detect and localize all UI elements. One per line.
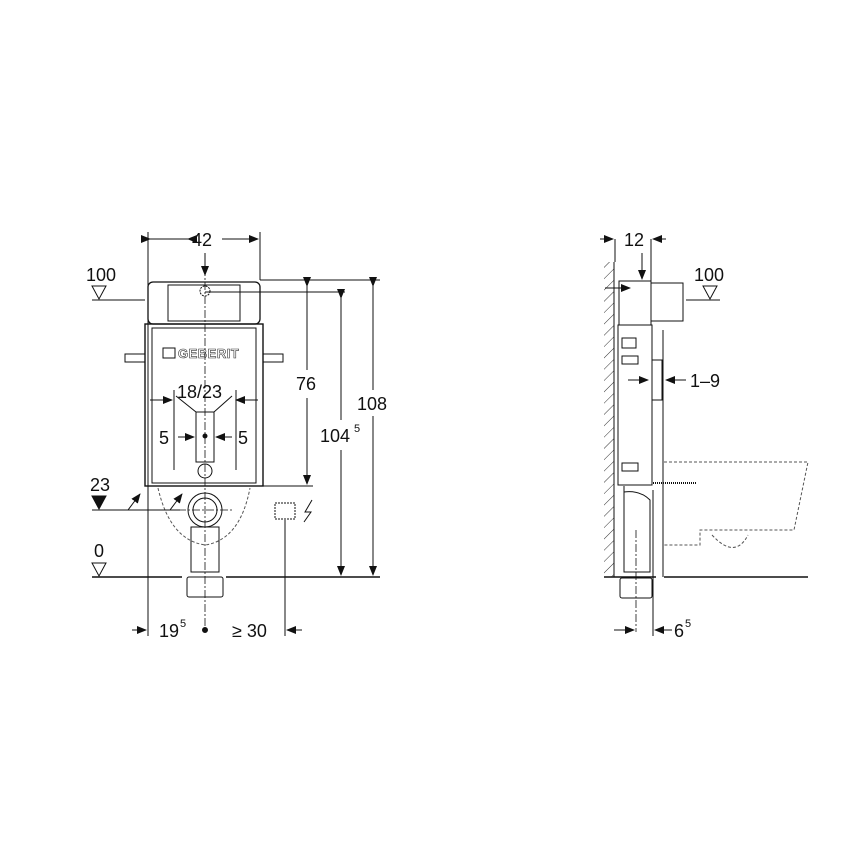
level-100-front: 100 — [86, 265, 116, 285]
level-0: 0 — [94, 541, 104, 561]
dim-plate-range: 1–9 — [690, 371, 720, 391]
level-100-side: 100 — [694, 265, 724, 285]
dim-bottom-right: ≥ 30 — [232, 621, 267, 641]
dim-bottom-left-sup: 5 — [180, 618, 186, 630]
dim-offset-left: 5 — [159, 428, 169, 448]
side-view — [600, 235, 809, 636]
dim-height-104-sup: 5 — [354, 423, 360, 435]
dim-bottom-side: 6 — [674, 621, 684, 641]
dim-height-108: 108 — [357, 394, 387, 414]
dim-depth-12: 12 — [624, 230, 644, 250]
dim-bottom-side-sup: 5 — [685, 618, 691, 630]
front-view: GEBERIT — [91, 232, 380, 636]
dim-height-104: 104 — [320, 426, 350, 446]
geberit-logo: GEBERIT — [178, 346, 239, 361]
dim-bowl-spacing: 18/23 — [177, 382, 222, 402]
level-23: 23 — [90, 475, 110, 495]
dim-height-76: 76 — [296, 374, 316, 394]
dim-offset-right: 5 — [238, 428, 248, 448]
dim-width-42: 42 — [192, 230, 212, 250]
dim-bottom-left: 19 — [159, 621, 179, 641]
